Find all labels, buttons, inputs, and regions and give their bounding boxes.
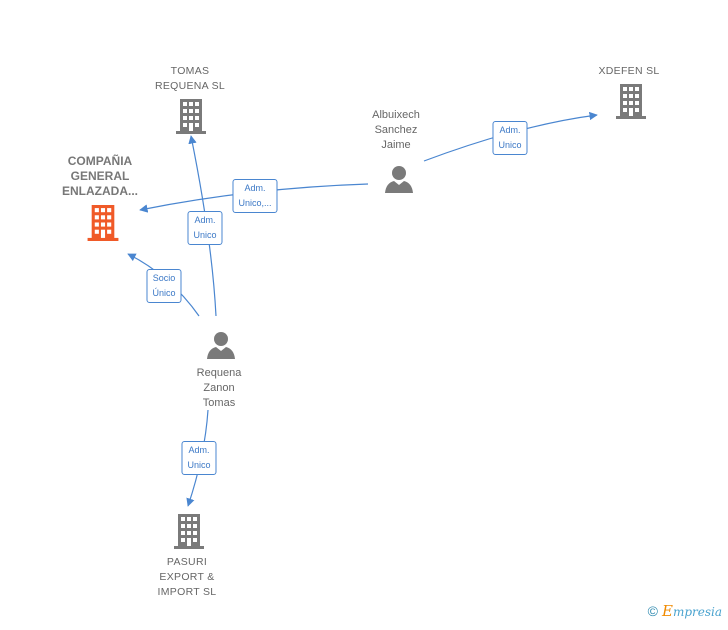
building-icon[interactable] xyxy=(174,514,204,549)
person-icon[interactable] xyxy=(384,164,414,194)
building-icon[interactable] xyxy=(87,205,119,241)
edge-label-albuixech-xdefen[interactable]: Adm. Unico xyxy=(492,121,528,155)
brand-name: mpresia xyxy=(672,605,722,619)
node-label-albuixech[interactable]: Albuixech Sanchez Jaime xyxy=(372,109,420,151)
edge-label-requena-tomas[interactable]: Adm. Unico xyxy=(187,211,223,245)
building-icon[interactable] xyxy=(176,99,206,134)
brand-initial: E xyxy=(661,602,673,620)
copyright-icon: © xyxy=(647,603,658,619)
person-icon[interactable] xyxy=(206,330,236,360)
footer-brand: © Empresia xyxy=(648,602,722,620)
node-label-pasuri[interactable]: PASURI EXPORT & IMPORT SL xyxy=(157,556,217,598)
node-label-tomas-requena[interactable]: TOMAS REQUENA SL xyxy=(154,65,226,92)
brand-logo[interactable]: Empresia xyxy=(662,602,722,620)
node-label-xdefen[interactable]: XDEFEN SL xyxy=(598,65,660,77)
edge-label-requena-pasuri[interactable]: Adm. Unico xyxy=(181,441,217,475)
node-label-requena-zanon[interactable]: Requena Zanon Tomas xyxy=(196,367,242,409)
building-icon[interactable] xyxy=(616,84,646,119)
edge-label-requena-compania[interactable]: Socio Único xyxy=(146,269,182,303)
node-label-compania[interactable]: COMPAÑIA GENERAL ENLAZADA... xyxy=(62,154,138,198)
edge-label-albuixech-compania[interactable]: Adm. Unico,... xyxy=(232,179,278,213)
